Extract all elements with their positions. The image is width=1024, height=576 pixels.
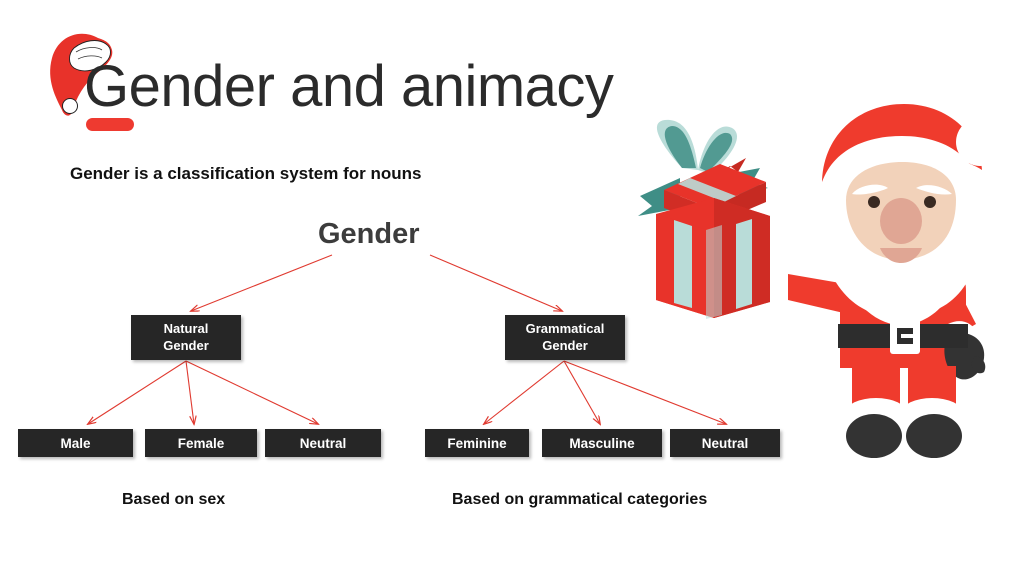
node-label-line2: Gender — [542, 337, 588, 353]
page-title: Gender and animacy — [84, 54, 614, 119]
arrow-natural-to-male — [88, 360, 187, 424]
diagram-root-node[interactable]: Gender — [318, 218, 420, 250]
diagram-node-feminine[interactable]: Feminine — [425, 429, 529, 457]
slide-subtitle: Gender is a classification system for no… — [70, 164, 422, 183]
caption-grammatical-gender: Based on grammatical categories — [452, 491, 708, 508]
diagram-node-female[interactable]: Female — [145, 429, 257, 457]
santa-claus-illustration — [788, 88, 1020, 470]
title-block: Gender and animacy — [84, 54, 614, 119]
diagram-node-neutral-grammatical[interactable]: Neutral — [670, 429, 780, 457]
arrow-root-to-natural — [191, 254, 333, 311]
arrow-natural-to-female — [185, 360, 194, 424]
arrow-grammatical-to-neutral — [563, 360, 726, 424]
arrow-natural-to-neutral — [185, 360, 318, 424]
diagram-node-neutral-natural[interactable]: Neutral — [265, 429, 381, 457]
diagram-node-grammatical-gender[interactable]: Grammatical Gender — [505, 315, 625, 360]
arrow-grammatical-to-feminine — [484, 360, 565, 424]
node-label-line1: Grammatical — [525, 321, 605, 337]
santa-hat-icon — [40, 26, 136, 126]
gift-box-illustration — [618, 112, 798, 332]
arrow-grammatical-to-masculine — [563, 360, 600, 424]
diagram-node-natural-gender[interactable]: Natural Gender — [131, 315, 241, 360]
arrow-root-to-grammatical — [429, 254, 562, 311]
node-label-line2: Gender — [163, 337, 209, 353]
node-label-line1: Natural — [163, 321, 209, 337]
diagram-node-male[interactable]: Male — [18, 429, 133, 457]
diagram-node-masculine[interactable]: Masculine — [542, 429, 662, 457]
title-accent-bar — [86, 118, 134, 131]
caption-natural-gender: Based on sex — [122, 491, 226, 508]
